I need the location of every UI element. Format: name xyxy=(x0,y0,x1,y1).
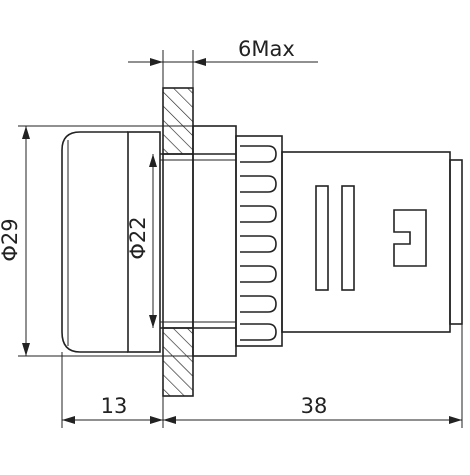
bezel-ring xyxy=(127,131,161,353)
dim-22-label: Φ22 xyxy=(126,216,150,259)
dim-13-label: 13 xyxy=(101,394,128,418)
dim-29-arrow-top xyxy=(22,126,30,139)
dim-6max-arrow-left xyxy=(150,58,163,66)
thread-fins xyxy=(240,145,277,341)
rear-housing xyxy=(281,151,451,333)
dim-13-arrow-left xyxy=(62,416,75,424)
panel-lower xyxy=(162,327,194,397)
dim-6max-label: 6Max xyxy=(238,37,295,61)
dim-38-arrow-right xyxy=(449,416,462,424)
dim-29-arrow-bottom xyxy=(22,343,30,356)
dim-13-arrow-right xyxy=(150,416,163,424)
dim-29-label: Φ29 xyxy=(0,218,22,261)
dim-6max-arrow-right xyxy=(193,58,206,66)
panel-upper xyxy=(162,87,194,155)
dim-38-arrow-left xyxy=(163,416,176,424)
front-cap xyxy=(61,131,128,353)
terminal-slot-1 xyxy=(315,185,329,291)
rear-end-cap xyxy=(449,159,463,325)
terminal-slot-2 xyxy=(341,185,355,291)
dim-38-label: 38 xyxy=(301,394,328,418)
terminal-hook xyxy=(393,209,427,267)
dim-22-arrow-top xyxy=(149,154,157,167)
dim-22-arrow-bottom xyxy=(149,315,157,328)
